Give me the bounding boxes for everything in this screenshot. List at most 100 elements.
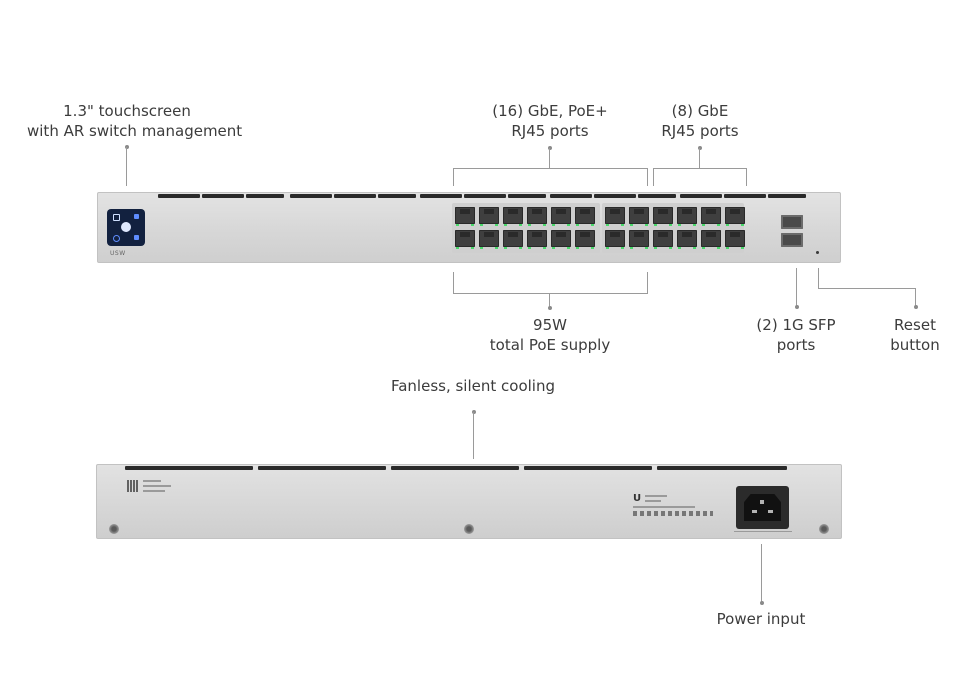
gbe-ports-bracket-left <box>653 168 654 186</box>
switch-rear-panel: U <box>96 464 842 539</box>
port-link-led <box>654 247 657 249</box>
port-activity-led <box>543 247 546 249</box>
vent-slot <box>768 194 806 198</box>
port-link-led <box>456 247 459 249</box>
vent-slot <box>378 194 416 198</box>
serial-sticker <box>143 485 171 487</box>
power-pin <box>760 500 764 504</box>
port-link-led <box>726 247 729 249</box>
poe-rj45-port[interactable] <box>455 230 475 247</box>
vent-slot <box>125 466 253 470</box>
port-link-led <box>528 247 531 249</box>
port-link-led <box>480 224 483 226</box>
touchscreen-display[interactable] <box>107 209 145 246</box>
gbe-rj45-port[interactable] <box>653 207 673 224</box>
port-activity-led <box>717 247 720 249</box>
port-activity-led <box>495 247 498 249</box>
port-link-led <box>606 247 609 249</box>
power-inlet[interactable] <box>736 486 789 529</box>
poe-rj45-port[interactable] <box>455 207 475 224</box>
port-activity-led <box>741 224 744 226</box>
gbe-rj45-port[interactable] <box>725 230 745 247</box>
touchscreen-icon <box>134 235 139 240</box>
touchscreen-icon <box>113 235 120 242</box>
cooling-callout-line <box>473 412 474 459</box>
touchscreen-callout-dot <box>125 145 129 149</box>
vent-slot <box>724 194 766 198</box>
port-activity-led <box>669 224 672 226</box>
vent-slot <box>594 194 636 198</box>
port-link-led <box>480 247 483 249</box>
poe-supply-callout-stem <box>549 293 550 307</box>
poe-rj45-port[interactable] <box>605 230 625 247</box>
poe-rj45-port[interactable] <box>551 230 571 247</box>
port-link-led <box>576 224 579 226</box>
sfp-port[interactable] <box>781 233 803 247</box>
reset-button[interactable] <box>816 251 819 254</box>
poe-rj45-port[interactable] <box>629 207 649 224</box>
reset-callout-dot <box>914 305 918 309</box>
brand-mark: USW <box>110 250 126 257</box>
port-activity-led <box>591 224 594 226</box>
port-link-led <box>702 224 705 226</box>
touchscreen-center-icon <box>121 222 131 232</box>
gbe-rj45-port[interactable] <box>653 230 673 247</box>
poe-ports-label: (16) GbE, PoE+ RJ45 ports <box>492 102 608 140</box>
switch-front-panel: USW <box>97 192 841 263</box>
port-activity-led <box>621 224 624 226</box>
vent-slot <box>420 194 462 198</box>
regulatory-label <box>645 495 667 497</box>
vent-slot <box>202 194 244 198</box>
power-callout-line <box>761 544 762 602</box>
poe-supply-bracket-right <box>647 272 648 293</box>
power-callout-dot <box>760 601 764 605</box>
poe-rj45-port[interactable] <box>575 207 595 224</box>
power-rating-label <box>734 531 792 532</box>
port-activity-led <box>471 224 474 226</box>
port-activity-led <box>669 247 672 249</box>
sfp-port[interactable] <box>781 215 803 229</box>
port-activity-led <box>693 247 696 249</box>
sfp-callout-line <box>796 268 797 306</box>
gbe-rj45-port[interactable] <box>701 207 721 224</box>
poe-rj45-port[interactable] <box>503 230 523 247</box>
gbe-ports-callout-dot <box>698 146 702 150</box>
power-socket <box>744 494 781 521</box>
poe-rj45-port[interactable] <box>605 207 625 224</box>
poe-rj45-port[interactable] <box>527 207 547 224</box>
poe-rj45-port[interactable] <box>629 230 649 247</box>
poe-ports-callout-stem <box>549 148 550 168</box>
gbe-ports-callout-stem <box>699 148 700 168</box>
poe-rj45-port[interactable] <box>479 230 499 247</box>
mounting-screw <box>464 524 474 534</box>
poe-rj45-port[interactable] <box>527 230 547 247</box>
vent-slot <box>391 466 519 470</box>
poe-ports-callout-dot <box>548 146 552 150</box>
ubiquiti-logo: U <box>633 493 642 504</box>
cooling-label: Fanless, silent cooling <box>390 377 555 395</box>
gbe-rj45-port[interactable] <box>677 207 697 224</box>
vent-slot <box>657 466 787 470</box>
port-link-led <box>702 247 705 249</box>
port-activity-led <box>645 224 648 226</box>
port-link-led <box>630 247 633 249</box>
reset-callout-horizontal <box>818 288 916 289</box>
gbe-rj45-port[interactable] <box>677 230 697 247</box>
gbe-ports-label: (8) GbE RJ45 ports <box>661 102 739 140</box>
port-activity-led <box>621 247 624 249</box>
port-activity-led <box>693 224 696 226</box>
poe-rj45-port[interactable] <box>479 207 499 224</box>
regulatory-label <box>633 506 695 508</box>
vent-slot <box>524 466 652 470</box>
gbe-rj45-port[interactable] <box>701 230 721 247</box>
gbe-rj45-port[interactable] <box>725 207 745 224</box>
vent-slot <box>258 466 386 470</box>
poe-rj45-port[interactable] <box>503 207 523 224</box>
touchscreen-label: 1.3" touchscreen with AR switch manageme… <box>27 102 243 140</box>
poe-rj45-port[interactable] <box>551 207 571 224</box>
port-activity-led <box>741 247 744 249</box>
vent-slot <box>334 194 376 198</box>
power-pin <box>752 510 757 513</box>
poe-supply-bracket-bottom <box>453 293 648 294</box>
poe-rj45-port[interactable] <box>575 230 595 247</box>
